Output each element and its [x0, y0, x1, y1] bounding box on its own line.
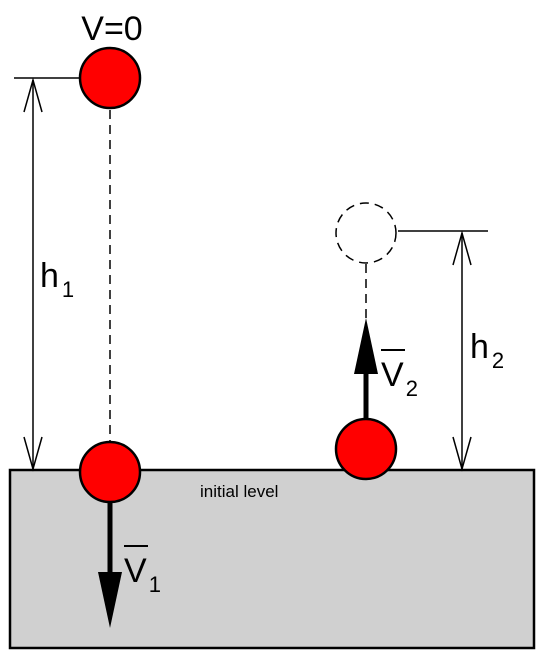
- v2-label: V2: [381, 356, 418, 401]
- top-velocity-label: V=0: [81, 10, 142, 48]
- ball-bottom-left: [78, 440, 142, 504]
- h1-bottom-arrowhead: [23, 436, 43, 472]
- initial-level-label: initial level: [200, 482, 278, 501]
- h2-top-arrowhead: [452, 230, 472, 266]
- v1-label-main: V: [124, 552, 147, 590]
- ball-ghost-max-height: [335, 202, 397, 264]
- v2-label-subscript: 2: [406, 376, 418, 401]
- h1-label-main: h: [40, 257, 59, 295]
- h2-bottom-arrowhead: [452, 436, 472, 472]
- v2-label-main: V: [381, 356, 404, 394]
- ball-top: [78, 46, 142, 110]
- v2-arrowhead: [354, 318, 378, 374]
- v1-label: V1: [124, 552, 161, 597]
- v1-arrowhead: [98, 572, 122, 628]
- h2-label-main: h: [470, 328, 489, 366]
- v1-label-subscript: 1: [149, 572, 161, 597]
- h1-top-arrowhead: [23, 77, 43, 113]
- h2-label-subscript: 2: [492, 348, 504, 373]
- ball-bottom-right: [334, 417, 398, 481]
- h1-label-subscript: 1: [62, 277, 74, 302]
